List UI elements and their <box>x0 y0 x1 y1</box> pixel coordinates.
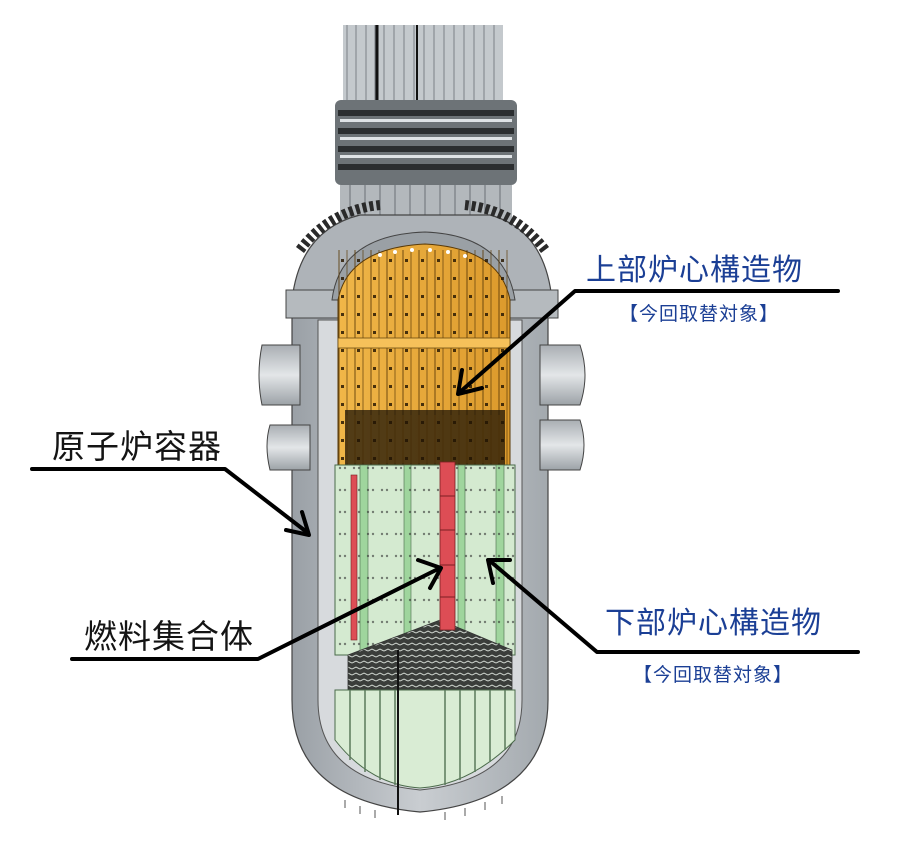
arrow-lower-core-icon <box>486 558 512 585</box>
leader-reactor-vessel <box>30 467 310 535</box>
control-rod-drive-mechanisms <box>335 25 517 235</box>
arrow-fuel-assembly-icon <box>416 558 443 590</box>
upper-core-structure <box>337 243 511 466</box>
leader-upper-core <box>458 289 840 394</box>
arrow-upper-core-icon <box>456 368 484 396</box>
note-lower-core-structure: 【今回取替対象】 <box>633 664 794 686</box>
label-upper-core-structure: 上部炉心構造物 <box>586 253 803 288</box>
arrow-reactor-vessel-icon <box>284 510 311 537</box>
leader-fuel-assembly <box>70 566 442 661</box>
label-fuel-assembly: 燃料集合体 <box>84 617 254 656</box>
leader-lines <box>30 289 860 661</box>
label-lower-core-structure: 下部炉心構造物 <box>605 606 822 641</box>
label-reactor-vessel: 原子炉容器 <box>52 427 222 466</box>
fuel-assembly <box>350 461 456 641</box>
leader-lower-core <box>488 559 860 654</box>
note-upper-core-structure: 【今回取替対象】 <box>619 303 780 325</box>
lower-core-structure <box>334 464 516 820</box>
